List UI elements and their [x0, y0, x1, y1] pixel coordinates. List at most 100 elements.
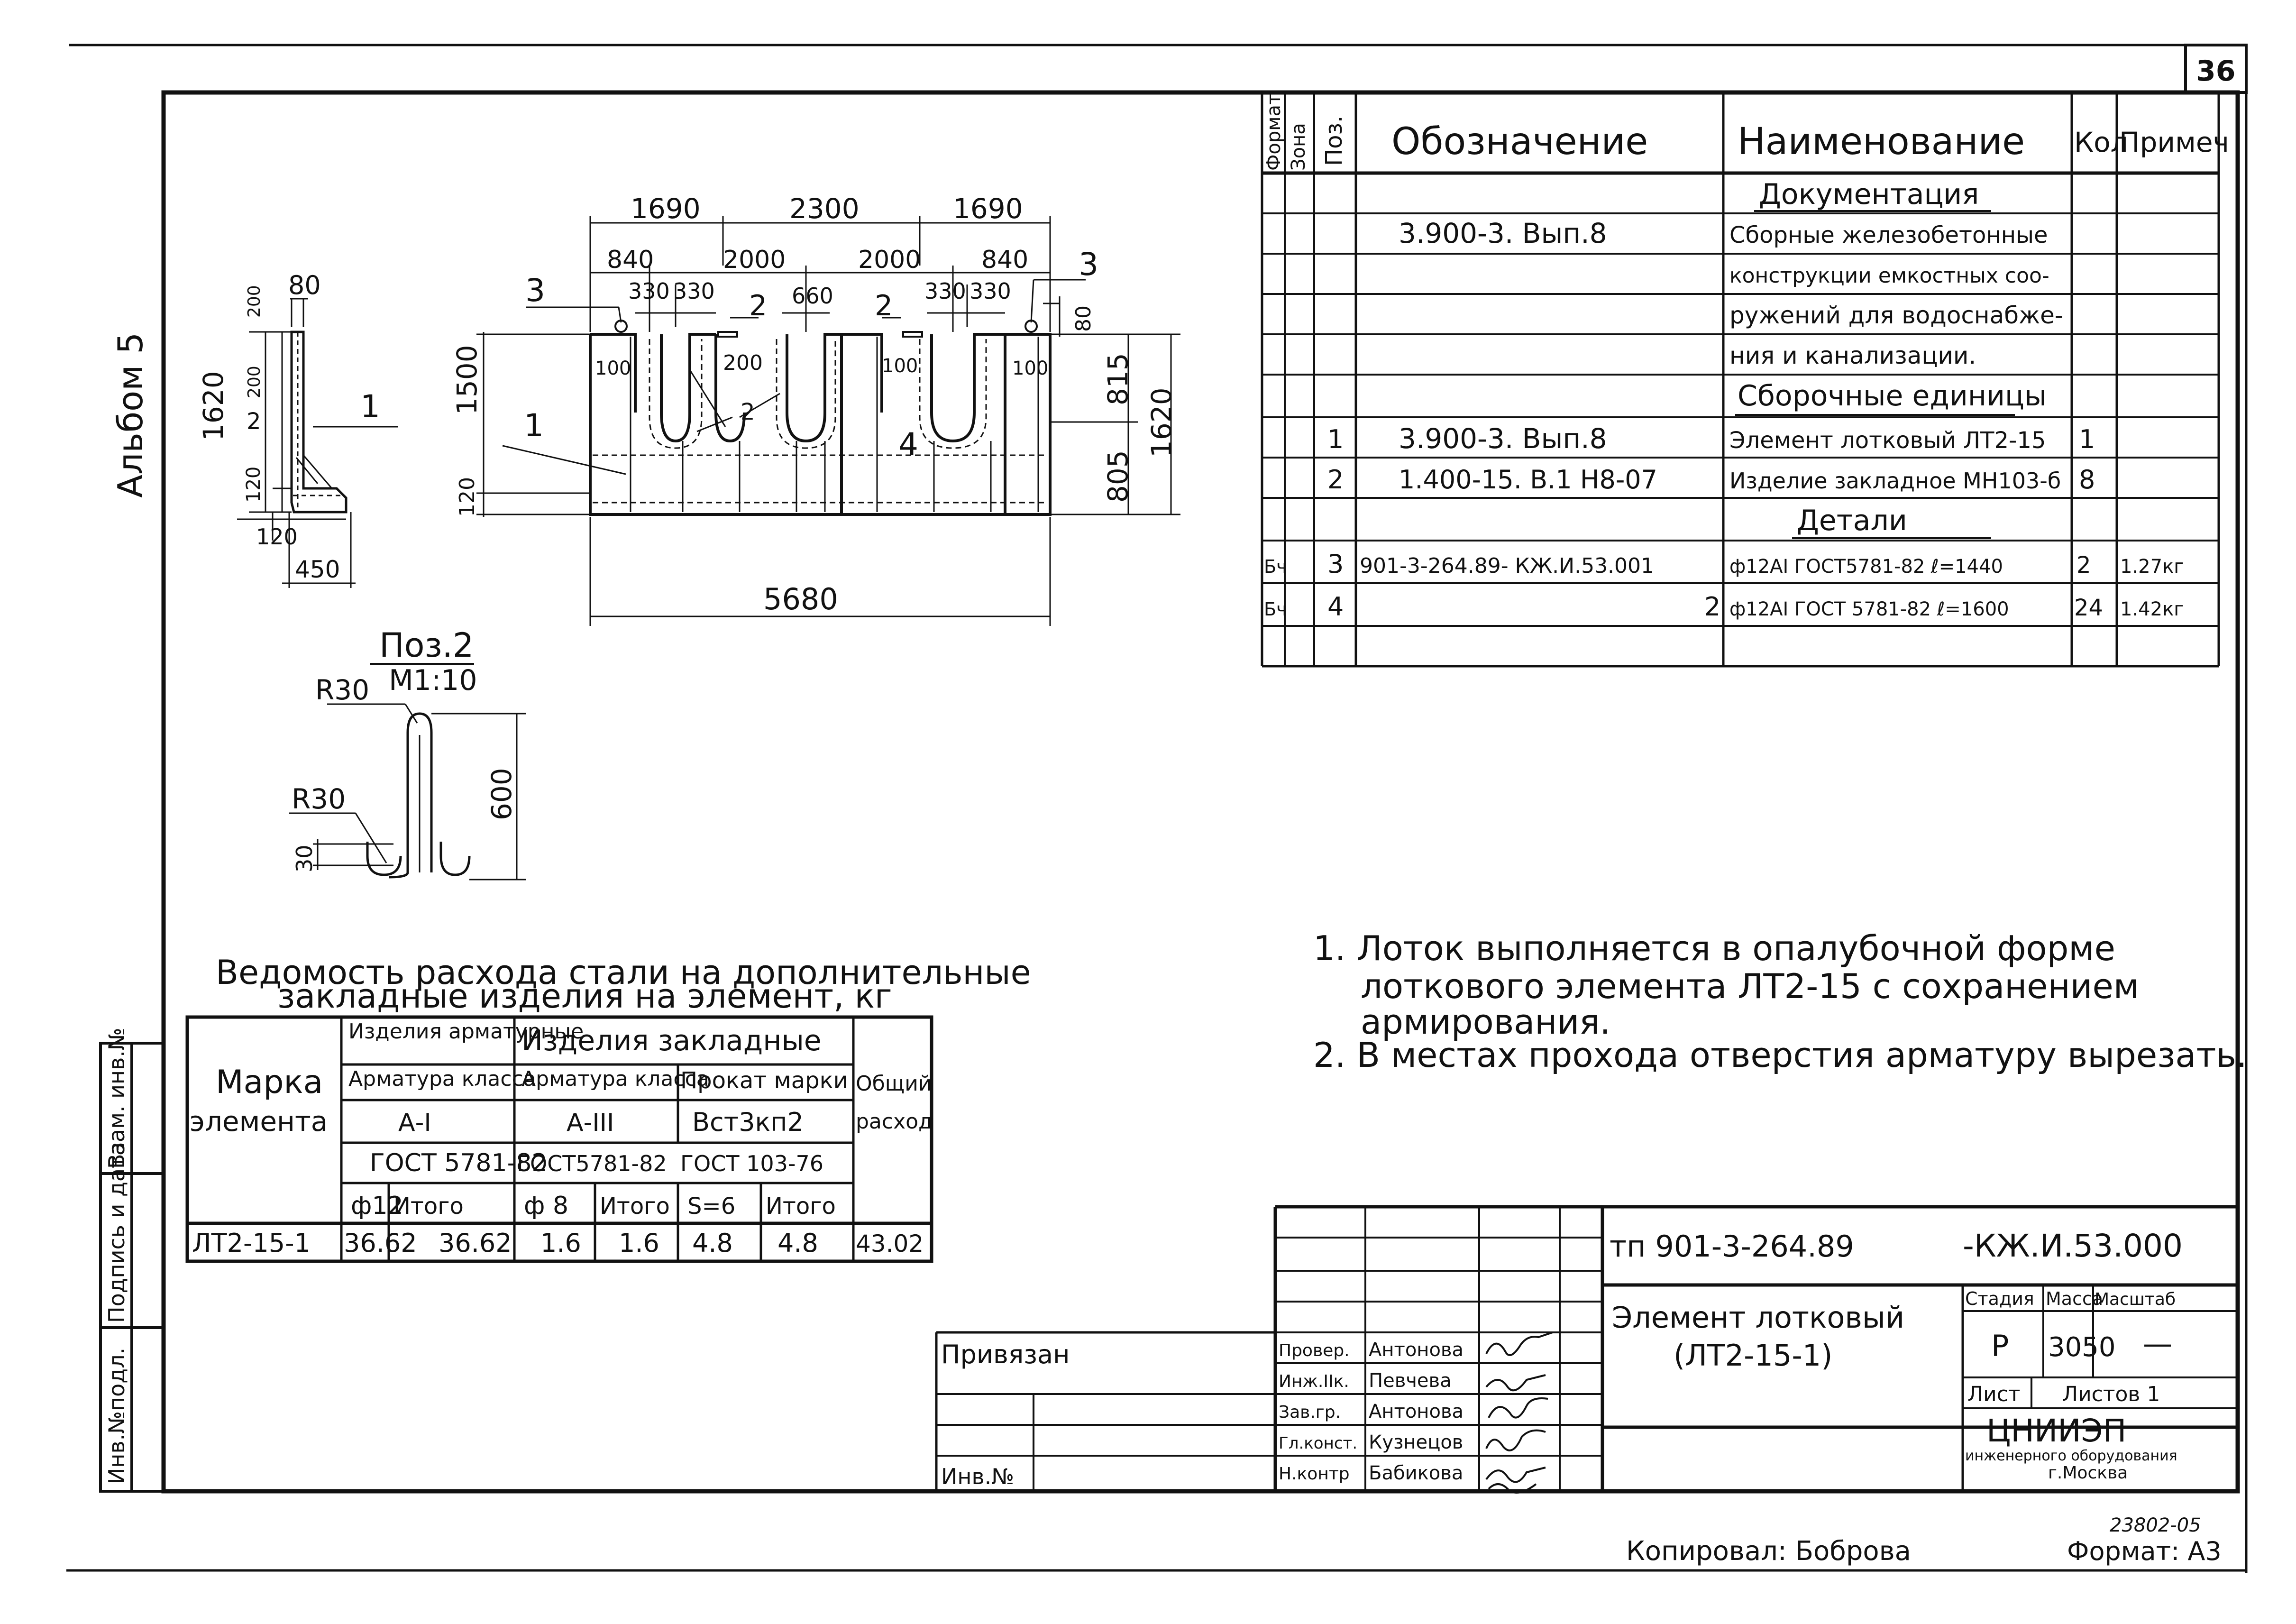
spec-row-7-qty: 2: [2076, 552, 2091, 578]
steel-sub-4: Итого: [600, 1193, 670, 1220]
spec-header-name: Наименование: [1738, 120, 2025, 163]
dim-100-c: 100: [1012, 358, 1048, 379]
strip-inv-label: Инв.№подл.: [104, 1348, 129, 1484]
name-2: Певчева: [1369, 1370, 1452, 1392]
spec-row-8-pos: 4: [1327, 592, 1344, 622]
steel-row-val-4: 1.6: [619, 1228, 659, 1258]
org-name: ЦНИИЭП: [1986, 1413, 2126, 1449]
section-dim-450: 450: [295, 556, 340, 583]
spec-row-6-name: Изделие закладное МН103-б: [1729, 468, 2061, 494]
dim-small-660: 660: [792, 283, 833, 309]
strip-replace-label: Взам. инв.№: [104, 1028, 129, 1169]
section-dim-1620: 1620: [197, 371, 229, 441]
title-name-2: (ЛТ2-15-1): [1674, 1338, 1832, 1373]
sheet-number: 36: [2196, 55, 2236, 88]
spec-row-5-designation: 3.900-3. Вып.8: [1399, 422, 1607, 455]
steel-arm-class-2: Арматура класса: [521, 1067, 709, 1091]
dim-small-330-a: 330: [628, 278, 670, 304]
role-2: Инж.IIк.: [1279, 1372, 1349, 1391]
steel-sub-1: ф12: [351, 1192, 403, 1220]
spec-section-assemblies: Сборочные единицы: [1738, 379, 2047, 413]
spec-section-details: Детали: [1797, 504, 1907, 537]
callout-2-b: 2: [875, 289, 893, 322]
elevation-view: [476, 216, 1180, 626]
steel-grade: Вст3кп2: [692, 1107, 804, 1137]
steel-mark-header-2: элемента: [190, 1105, 328, 1138]
spec-row-5-pos: 1: [1327, 424, 1344, 454]
role-3: Зав.гр.: [1279, 1403, 1341, 1422]
section-dim-120v: 120: [243, 467, 265, 503]
callout-1: 1: [524, 407, 544, 444]
spec-row-2-name: конструкции емкостных соо-: [1729, 264, 2049, 288]
steel-cls1: А-I: [398, 1109, 431, 1137]
section-view: [237, 298, 398, 588]
pos2-radius-bottom: R30: [292, 783, 346, 815]
dim-small-330-d: 330: [970, 278, 1011, 304]
dim-right-805: 805: [1102, 450, 1134, 503]
copied-by: Копировал: Боброва: [1626, 1536, 1911, 1567]
spec-header-pos: Поз.: [1321, 116, 1347, 166]
spec-row-8-qty: 24: [2074, 595, 2103, 621]
steel-sub-6: Итого: [766, 1193, 836, 1220]
spec-row-6-qty: 8: [2079, 465, 2095, 495]
dim-top-2300: 2300: [789, 193, 860, 225]
spec-row-1-name: Сборные железобетонные: [1729, 222, 2048, 248]
spec-row-7-pos: 3: [1327, 549, 1344, 579]
pos2-detail: [289, 663, 526, 881]
org-city: г.Москва: [2048, 1463, 2128, 1483]
spec-header-designation: Обозначение: [1391, 120, 1648, 163]
spec-table-grid: [1261, 92, 2220, 668]
drawing-number: 23802-05: [2110, 1514, 2201, 1536]
dim-small-330-c: 330: [924, 278, 966, 304]
spec-row-7-format: Бч: [1264, 556, 1287, 577]
title-sheet-header: Лист: [1967, 1382, 2021, 1406]
steel-group2: Изделия закладные: [521, 1024, 822, 1057]
title-scale: —: [2143, 1326, 2172, 1361]
steel-sub-3: ф 8: [524, 1192, 568, 1220]
title-stage-header: Стадия: [1965, 1288, 2034, 1309]
steel-cls2: А-III: [567, 1109, 614, 1137]
title-mass: 3050: [2048, 1332, 2116, 1363]
role-5: Н.контр: [1279, 1464, 1350, 1484]
steel-row-mark: ЛТ2-15-1: [192, 1228, 311, 1258]
spec-row-7-designation: 901-3-264.89- КЖ.И.53.001: [1360, 554, 1654, 578]
spec-row-8-name: ф12АI ГОСТ 5781-82 ℓ=1600: [1729, 598, 2009, 620]
org-subtitle: инженерного оборудования: [1965, 1448, 2177, 1464]
dim-200: 200: [723, 351, 763, 375]
title-stage: Р: [1991, 1329, 2009, 1363]
pos2-scale: М1:10: [389, 664, 477, 697]
callout-3-right: 3: [1079, 246, 1098, 283]
spec-section-documentation: Документация: [1759, 178, 1979, 211]
spec-row-5-name: Элемент лотковый ЛТ2-15: [1729, 427, 2046, 454]
dim-top-1690-left: 1690: [631, 193, 701, 225]
dim-80-right: 80: [1071, 305, 1096, 332]
callout-2-c: 2: [741, 399, 755, 425]
pos2-height-30: 30: [292, 844, 317, 872]
section-callout-2: 2: [247, 408, 261, 435]
pos2-height-600: 600: [485, 768, 518, 820]
spec-row-4-name: ния и канализации.: [1729, 342, 1976, 369]
callout-2-a: 2: [749, 289, 767, 322]
steel-total-header-2: расход: [856, 1110, 933, 1134]
steel-row-val-1: 36.62: [344, 1228, 417, 1258]
section-callout-1: 1: [360, 388, 380, 425]
dim-right-815: 815: [1102, 353, 1134, 405]
role-4: Гл.конст.: [1279, 1434, 1357, 1453]
steel-rolled-header: Прокат марки: [680, 1067, 848, 1094]
dim-mid-2000-b: 2000: [858, 246, 921, 274]
pos2-radius-top: R30: [315, 674, 369, 706]
steel-mark-header-1: Марка: [216, 1064, 323, 1101]
pos2-title: Поз.2: [379, 626, 474, 665]
title-sheets-header: Листов 1: [2062, 1382, 2160, 1406]
steel-row-val-6: 4.8: [778, 1228, 818, 1258]
title-mass-header: Масса: [2046, 1288, 2103, 1309]
note-1-line-2: лоткового элемента ЛТ2-15 с сохранением: [1361, 966, 2139, 1006]
spec-header-qty: Кол: [2074, 126, 2128, 158]
steel-arm-class-1: Арматура класса: [348, 1067, 536, 1091]
dim-small-330-b: 330: [673, 278, 715, 304]
dim-mid-840-right: 840: [981, 246, 1028, 274]
steel-row-total: 43.02: [856, 1230, 924, 1257]
role-1: Провер.: [1279, 1341, 1350, 1360]
